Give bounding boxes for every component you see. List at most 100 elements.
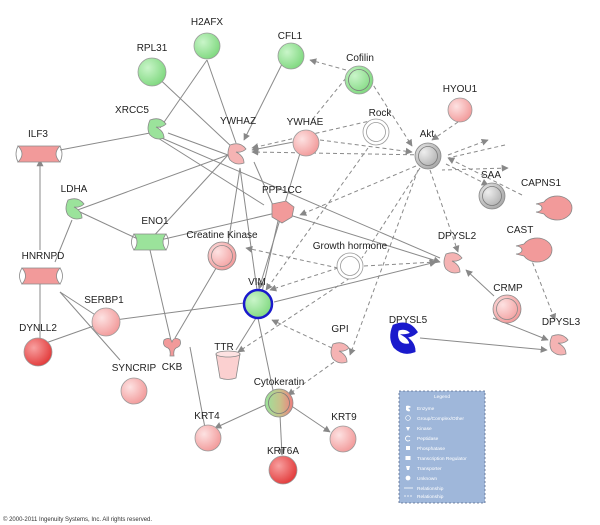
label-rpl31: RPL31 <box>137 43 168 54</box>
edge <box>309 58 347 71</box>
node-ldha[interactable]: LDHA <box>61 184 88 220</box>
edge <box>237 277 351 353</box>
edge <box>419 337 548 353</box>
label-ywhaz: YWHAZ <box>220 116 256 127</box>
node-ttr[interactable]: TTR <box>214 342 241 380</box>
legend-item-label: Transcription Regulator <box>417 456 467 462</box>
legend-panel: Legend Enzyme Group/Complex/Other Kinase… <box>398 390 486 504</box>
node-dpysl5[interactable]: DPYSL5 <box>389 315 428 354</box>
node-akt[interactable]: Akt <box>414 129 442 170</box>
label-cast: CAST <box>507 225 534 236</box>
label-akt: Akt <box>420 129 435 140</box>
kinase-icon <box>406 427 410 431</box>
node-dpysl2[interactable]: DPYSL2 <box>438 231 477 274</box>
node-krt6a[interactable]: KRT6A <box>267 446 299 485</box>
label-ttr: TTR <box>214 342 233 353</box>
label-syncrip: SYNCRIP <box>112 363 157 374</box>
legend-item-label: Group/Complex/Other <box>417 416 464 422</box>
node-capns1[interactable]: CAPNS1 <box>521 178 573 221</box>
edge <box>447 138 489 156</box>
edge <box>278 414 286 456</box>
label-dpysl5: DPYSL5 <box>389 315 428 326</box>
edge <box>79 211 141 241</box>
label-dynll2: DYNLL2 <box>19 323 57 334</box>
node-cfl1[interactable]: CFL1 <box>277 31 305 70</box>
node-syncrip[interactable]: SYNCRIP <box>112 363 157 405</box>
node-ywhae[interactable]: YWHAE <box>287 117 324 157</box>
node-cofilin[interactable]: Cofilin <box>344 53 374 95</box>
node-ywhaz[interactable]: YWHAZ <box>220 116 256 165</box>
edge <box>261 211 281 293</box>
edge <box>149 132 265 206</box>
legend-item-label: Unknown <box>417 476 437 482</box>
label-dpysl3: DPYSL3 <box>542 317 581 328</box>
edge <box>235 317 257 351</box>
edge <box>299 165 417 216</box>
legend-item-label: Enzyme <box>417 406 435 412</box>
label-hyou1: HYOU1 <box>443 84 478 95</box>
node-rpl31[interactable]: RPL31 <box>137 43 168 87</box>
edge <box>239 167 258 291</box>
node-eno1[interactable]: ENO1 <box>131 216 170 251</box>
edge <box>269 267 339 292</box>
node-cytokeratin[interactable]: Cytokeratin <box>254 377 305 418</box>
node-h2afx[interactable]: H2AFX <box>191 17 224 60</box>
node-ppp1cc[interactable]: PPP1CC <box>262 185 302 224</box>
edge <box>149 249 173 346</box>
label-krt6a: KRT6A <box>267 446 299 457</box>
label-ilf3: ILF3 <box>28 129 48 140</box>
label-capns1: CAPNS1 <box>521 178 561 189</box>
node-ilf3[interactable]: ILF3 <box>15 129 63 163</box>
label-eno1: ENO1 <box>141 216 169 227</box>
node-krt9[interactable]: KRT9 <box>329 412 357 453</box>
edge <box>114 302 245 321</box>
transporter-icon <box>406 466 410 470</box>
edge <box>59 132 151 151</box>
label-serbp1: SERBP1 <box>84 295 124 306</box>
edge <box>174 257 223 339</box>
node-ckb[interactable]: CKB <box>162 338 183 373</box>
node-dynll2[interactable]: DYNLL2 <box>19 323 57 367</box>
node-growth-hormone[interactable]: Growth hormone <box>313 241 388 280</box>
node-vim[interactable]: VIM <box>242 277 274 320</box>
edge <box>465 269 495 297</box>
group-icon <box>405 415 411 421</box>
node-crmp[interactable]: CRMP <box>492 283 523 324</box>
edge <box>271 319 333 349</box>
edge <box>348 169 419 356</box>
edge <box>71 154 229 213</box>
edge <box>257 317 275 396</box>
label-dpysl2: DPYSL2 <box>438 231 477 242</box>
label-ywhae: YWHAE <box>287 117 324 128</box>
node-creatine-kinase[interactable]: Creatine Kinase <box>186 230 258 271</box>
edge <box>529 255 556 321</box>
node-saa[interactable]: SAA <box>478 170 506 210</box>
edge <box>445 163 489 186</box>
node-gpi[interactable]: GPI <box>330 324 350 364</box>
node-cast[interactable]: CAST <box>507 225 553 263</box>
edge <box>54 219 73 263</box>
edge <box>311 77 347 121</box>
label-saa: SAA <box>481 170 501 181</box>
node-dpysl3[interactable]: DPYSL3 <box>542 317 581 356</box>
edges-solid <box>36 55 549 456</box>
node-hnrnpd[interactable]: HNRNPD <box>19 251 65 285</box>
node-krt4[interactable]: KRT4 <box>194 411 222 452</box>
edge <box>243 55 287 141</box>
node-rock[interactable]: Rock <box>362 108 392 146</box>
edge <box>159 211 281 241</box>
node-hyou1[interactable]: HYOU1 <box>443 84 478 123</box>
edges-dashed <box>237 58 556 396</box>
edge <box>369 79 413 147</box>
label-cfl1: CFL1 <box>278 31 303 42</box>
edge <box>214 404 266 429</box>
node-xrcc5[interactable]: XRCC5 <box>115 105 167 140</box>
edge <box>447 144 506 159</box>
edge <box>251 148 429 156</box>
node-serbp1[interactable]: SERBP1 <box>84 295 124 337</box>
edge <box>289 404 331 433</box>
edge <box>59 291 101 319</box>
edge <box>287 361 335 396</box>
legend-item-label: Kinase <box>417 426 432 432</box>
